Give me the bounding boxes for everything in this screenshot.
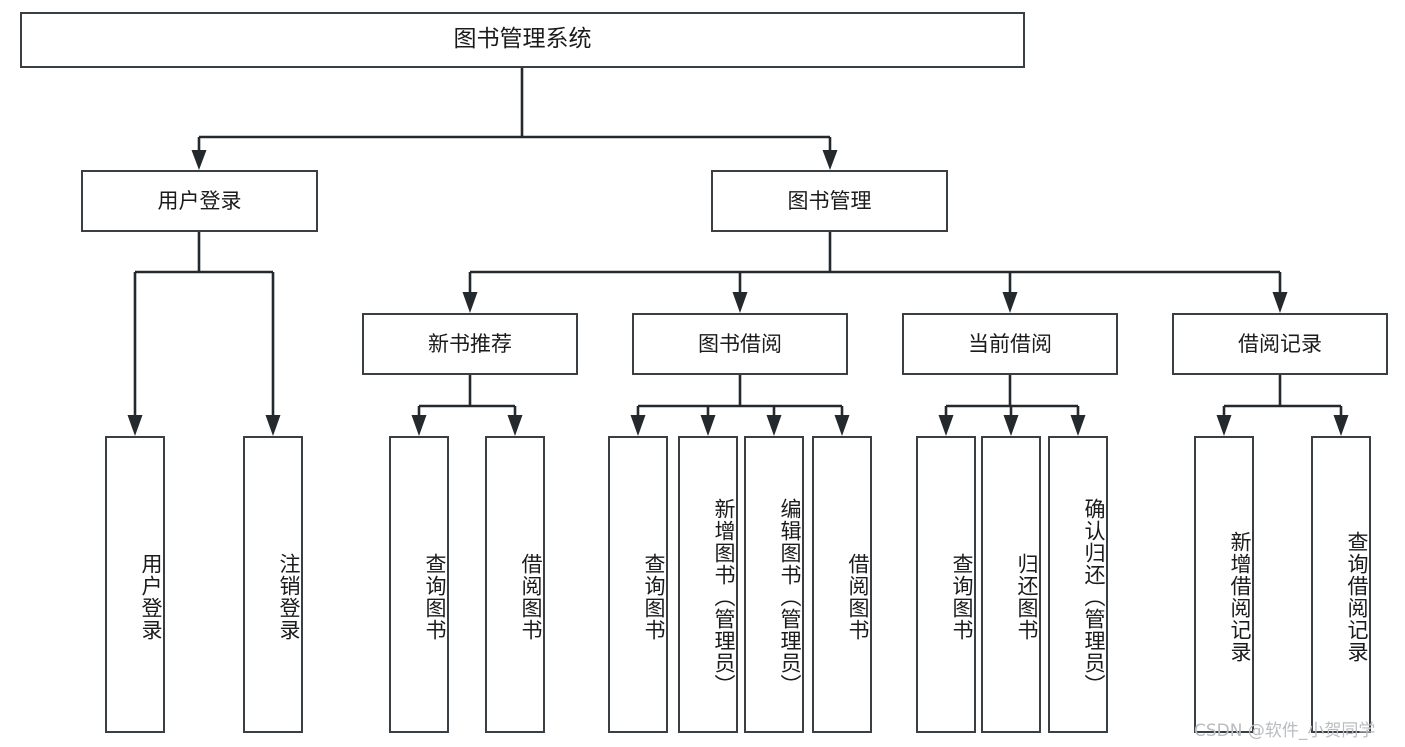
node-borrow-record[interactable]: 借阅记录 bbox=[1172, 313, 1388, 375]
node-borrow-book-1[interactable]: 借阅图书 bbox=[485, 436, 545, 733]
node-new-book-recommend[interactable]: 新书推荐 bbox=[362, 313, 578, 375]
node-book-borrow-label: 图书借阅 bbox=[698, 331, 782, 356]
node-query-borrow-record[interactable]: 查询借阅记录 bbox=[1311, 436, 1371, 733]
node-edit-book-label: 编辑图书（管理员） bbox=[778, 497, 802, 696]
node-user-login-do-label: 用户登录 bbox=[139, 552, 163, 641]
node-current-borrow[interactable]: 当前借阅 bbox=[902, 313, 1118, 375]
node-root[interactable]: 图书管理系统 bbox=[20, 12, 1025, 68]
node-current-borrow-label: 当前借阅 bbox=[968, 331, 1052, 356]
node-add-book-label: 新增图书（管理员） bbox=[712, 497, 736, 696]
watermark-text: CSDN @软件_小贺同学 bbox=[1194, 721, 1376, 741]
node-return-book-label: 归还图书 bbox=[1015, 552, 1039, 641]
node-query-book-1[interactable]: 查询图书 bbox=[389, 436, 449, 733]
node-add-borrow-record-label: 新增借阅记录 bbox=[1228, 530, 1252, 663]
node-query-book-2[interactable]: 查询图书 bbox=[608, 436, 668, 733]
node-user-login[interactable]: 用户登录 bbox=[81, 170, 318, 232]
node-add-book[interactable]: 新增图书（管理员） bbox=[678, 436, 738, 733]
node-confirm-return-label: 确认归还（管理员） bbox=[1082, 497, 1106, 696]
node-query-book-2-label: 查询图书 bbox=[642, 552, 666, 641]
node-root-label: 图书管理系统 bbox=[453, 26, 592, 53]
node-book-borrow[interactable]: 图书借阅 bbox=[632, 313, 848, 375]
node-query-book-3[interactable]: 查询图书 bbox=[916, 436, 976, 733]
node-user-login-do[interactable]: 用户登录 bbox=[105, 436, 165, 733]
node-edit-book[interactable]: 编辑图书（管理员） bbox=[744, 436, 804, 733]
node-book-management[interactable]: 图书管理 bbox=[711, 170, 948, 232]
node-book-management-label: 图书管理 bbox=[787, 188, 872, 213]
node-add-borrow-record[interactable]: 新增借阅记录 bbox=[1194, 436, 1254, 733]
node-borrow-book-2-label: 借阅图书 bbox=[846, 552, 870, 641]
node-user-login-label: 用户登录 bbox=[157, 188, 242, 213]
node-query-book-1-label: 查询图书 bbox=[423, 552, 447, 641]
node-borrow-book-2[interactable]: 借阅图书 bbox=[812, 436, 872, 733]
node-return-book[interactable]: 归还图书 bbox=[981, 436, 1041, 733]
node-user-logout[interactable]: 注销登录 bbox=[243, 436, 303, 733]
node-borrow-record-label: 借阅记录 bbox=[1238, 331, 1322, 356]
node-query-borrow-record-label: 查询借阅记录 bbox=[1345, 530, 1369, 663]
node-new-book-recommend-label: 新书推荐 bbox=[428, 331, 512, 356]
node-confirm-return[interactable]: 确认归还（管理员） bbox=[1048, 436, 1108, 733]
node-borrow-book-1-label: 借阅图书 bbox=[519, 552, 543, 641]
node-query-book-3-label: 查询图书 bbox=[950, 552, 974, 641]
node-user-logout-label: 注销登录 bbox=[277, 552, 301, 641]
